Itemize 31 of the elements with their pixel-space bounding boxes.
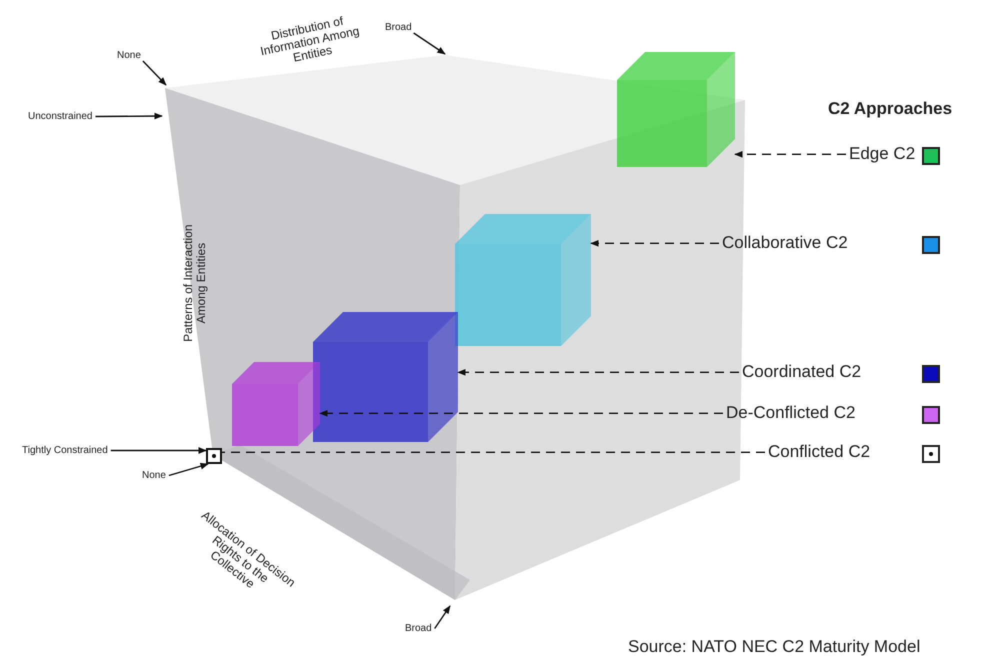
axis-end-label: Broad [385,22,412,33]
axis-title: Patterns of Interaction Among Entities [182,223,208,344]
axis-end-label: None [117,50,141,61]
dashed-leader-line [734,150,846,158]
dashed-leader-line [222,452,765,454]
source-note: Source: NATO NEC C2 Maturity Model [628,638,920,657]
cube-shape [617,52,735,167]
leader-arrow [434,605,451,629]
approach-label: De-Conflicted C2 [726,404,856,423]
legend-heading: C2 Approaches [828,100,952,119]
cube-shape [232,362,320,446]
approach-label: Coordinated C2 [742,363,862,382]
dashed-leader-line [590,240,719,247]
axis-end-label: None [142,470,166,481]
leader-arrow [168,462,209,476]
axis-end-label: Unconstrained [28,111,92,122]
cube-shape [455,214,591,346]
dot-square [206,448,222,464]
approach-label: Edge C2 [849,145,916,164]
dashed-leader-line [319,410,723,417]
leader-arrow [95,112,163,120]
axis-title: Distribution of Information Among Entities [258,12,362,68]
axis-end-label: Tightly Constrained [22,445,108,456]
leader-arrow [110,447,207,454]
axis-end-label: Broad [405,623,432,634]
dashed-leader-line [457,368,739,376]
leader-arrow [413,32,446,55]
leader-arrow [142,60,167,86]
approach-label: Collaborative C2 [722,234,848,253]
cube-shape [313,312,458,442]
approach-label: Conflicted C2 [768,443,870,462]
